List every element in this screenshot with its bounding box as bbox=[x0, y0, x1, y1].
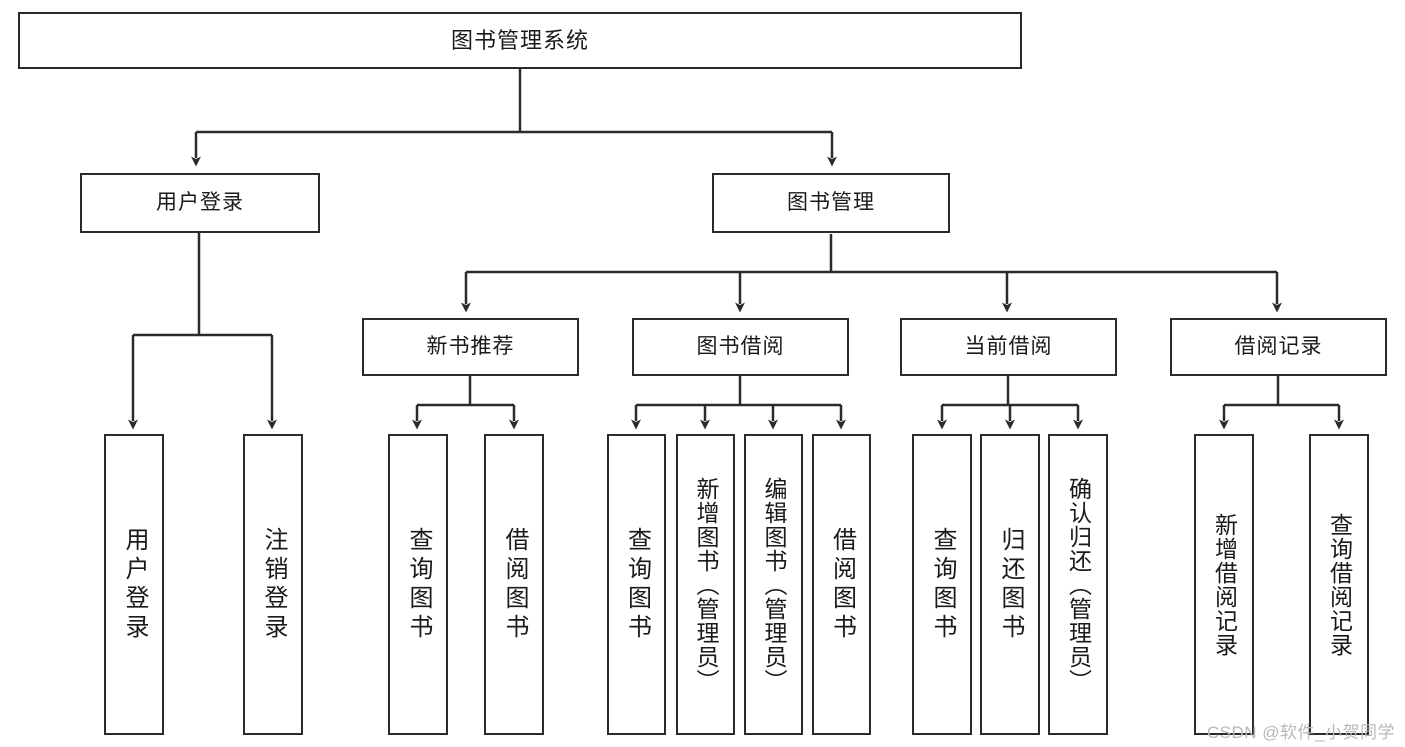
node-label: 查询图书 bbox=[623, 526, 651, 643]
node-leaf-return-book[interactable]: 归还图书 bbox=[980, 434, 1040, 735]
node-leaf-logout[interactable]: 注销登录 bbox=[243, 434, 303, 735]
node-user-login[interactable]: 用户登录 bbox=[80, 173, 320, 233]
node-label: 查询借阅记录 bbox=[1326, 512, 1353, 657]
node-label: 借阅图书 bbox=[828, 526, 856, 643]
node-book-management[interactable]: 图书管理 bbox=[712, 173, 950, 233]
node-leaf-query-book-1[interactable]: 查询图书 bbox=[388, 434, 448, 735]
node-label: 编辑图书（管理员） bbox=[761, 476, 787, 693]
node-leaf-borrow-book-2[interactable]: 借阅图书 bbox=[812, 434, 871, 735]
node-label: 注销登录 bbox=[260, 526, 287, 643]
node-label: 新增图书（管理员） bbox=[693, 476, 719, 693]
node-leaf-edit-book-admin[interactable]: 编辑图书（管理员） bbox=[744, 434, 803, 735]
node-root-system[interactable]: 图书管理系统 bbox=[18, 12, 1022, 69]
node-label: 借阅记录 bbox=[1234, 334, 1323, 358]
node-current-borrow[interactable]: 当前借阅 bbox=[900, 318, 1117, 376]
node-leaf-user-login[interactable]: 用户登录 bbox=[104, 434, 164, 735]
node-label: 查询图书 bbox=[929, 526, 956, 643]
node-label: 图书管理系统 bbox=[450, 27, 589, 53]
node-label: 新书推荐 bbox=[426, 334, 515, 358]
node-borrow-record[interactable]: 借阅记录 bbox=[1170, 318, 1387, 376]
node-label: 查询图书 bbox=[405, 526, 432, 643]
node-label: 图书借阅 bbox=[696, 334, 785, 358]
node-label: 新增借阅记录 bbox=[1211, 512, 1238, 657]
node-label: 用户登录 bbox=[121, 526, 148, 643]
node-leaf-confirm-return-admin[interactable]: 确认归还（管理员） bbox=[1048, 434, 1108, 735]
node-label: 图书管理 bbox=[787, 190, 875, 214]
node-leaf-query-record[interactable]: 查询借阅记录 bbox=[1309, 434, 1369, 735]
node-label: 借阅图书 bbox=[501, 526, 528, 643]
watermark: CSDN @软件_小贺同学 bbox=[1206, 723, 1395, 742]
node-label: 确认归还（管理员） bbox=[1065, 476, 1092, 693]
node-leaf-query-book-3[interactable]: 查询图书 bbox=[912, 434, 972, 735]
node-new-book-recommend[interactable]: 新书推荐 bbox=[362, 318, 579, 376]
node-book-borrow[interactable]: 图书借阅 bbox=[632, 318, 849, 376]
node-leaf-query-book-2[interactable]: 查询图书 bbox=[607, 434, 666, 735]
node-leaf-borrow-book-1[interactable]: 借阅图书 bbox=[484, 434, 544, 735]
node-leaf-add-book-admin[interactable]: 新增图书（管理员） bbox=[676, 434, 735, 735]
node-leaf-add-record[interactable]: 新增借阅记录 bbox=[1194, 434, 1254, 735]
node-label: 当前借阅 bbox=[964, 334, 1053, 358]
node-label: 用户登录 bbox=[156, 190, 244, 214]
node-label: 归还图书 bbox=[997, 526, 1024, 643]
